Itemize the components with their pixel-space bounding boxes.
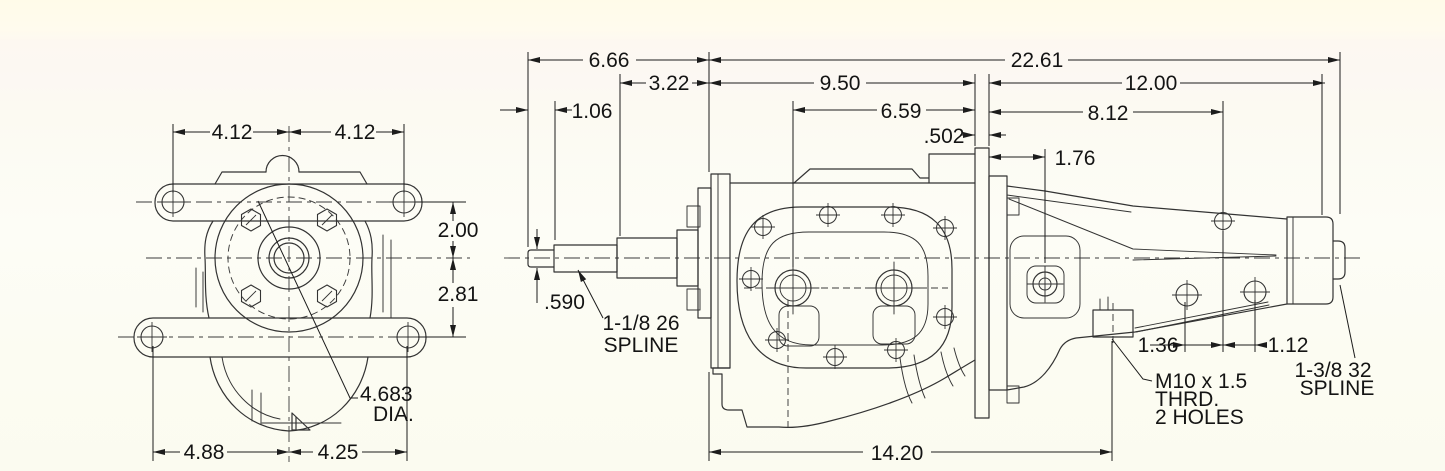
input-spline-leader [577,269,604,319]
dim-case-length: 9.50 [820,72,861,95]
output-spline-leader [1339,284,1356,359]
ear-bolt-hole [136,321,168,353]
cover-bolt [932,304,958,330]
cover-bolt [738,266,764,292]
note-text: 1-1/8 26 SPLINE M10 x 1.5 THRD. 2 HOLES … [602,312,1374,429]
note-input-spline-1: 1-1/8 26 [602,312,679,335]
input-spline-section [553,244,618,273]
shift-fork-boss [778,305,820,347]
note-output-spline-1: 1-3/8 32 [1294,359,1371,382]
dim-pilot-dia: .590 [544,291,585,314]
m10-leader [1111,338,1153,382]
flange-hex-bolt [316,208,338,232]
flange-hex-bolt [240,208,262,232]
adapter-plate [974,147,1020,419]
shift-fork-boss [872,305,916,345]
dim-ext-length: 12.00 [1125,72,1178,95]
cover-bolt [764,327,790,353]
dim-pilot-length: 1.06 [572,100,613,123]
adapter-bolt [1006,385,1020,404]
dim-bore-to-plate: 6.59 [881,100,922,123]
side-cover-outer [736,206,953,369]
side-view [504,147,1362,428]
case-top-hump [793,153,976,184]
dimension-lines [153,57,1340,455]
bolt-circle-dashed [227,196,351,320]
dim-hole-spacing-a: 1.36 [1138,334,1179,357]
note-thread-1: M10 x 1.5 [1155,370,1247,393]
dim-boss-offset: 1.76 [1055,147,1096,170]
retainer-bolt [686,205,701,228]
main-case [710,153,976,428]
shift-tower-bump [265,154,300,173]
dim-input-to-face: 6.66 [589,49,630,72]
dim-lower-offset: 2.81 [438,283,479,306]
front-view [118,126,470,462]
dim-bolt-right: 4.12 [335,121,376,144]
retainer-bolt [686,288,701,311]
dim-upper-offset: 2.00 [438,219,479,242]
speedo-boss [1026,265,1065,304]
linkage-rod [1134,301,1270,333]
bolt-circle-leader [257,200,358,399]
case-ribs [899,347,966,404]
flange-hex-bolt [316,284,338,308]
housing-rib [1008,198,1277,261]
dim-sleeve-to-face: 3.22 [649,72,690,95]
note-input-spline-2: SPLINE [604,334,679,357]
cover-bolt [932,215,958,241]
lower-mounting-ear [133,317,427,358]
input-flange [214,183,364,333]
dim-plate-thickness: .502 [924,125,965,148]
cover-bolt [822,344,848,370]
leader-lines [257,200,1356,399]
tail-housing [1006,185,1346,391]
dim-bolt-circle-suffix: DIA. [373,403,414,426]
m10-mount-block [1092,296,1134,343]
output-coupler [1286,216,1346,305]
dim-lower-right: 4.25 [318,441,359,464]
dim-hole-spacing-b: 1.12 [1268,334,1309,357]
pilot-tip [527,249,555,268]
upper-mounting-ear [154,183,423,222]
front-centerlines [118,126,470,462]
adapter-bolt [1006,197,1020,216]
dim-case-overall: 14.20 [871,442,924,465]
case-bottom-sump [712,359,976,428]
note-thread-2: THRD. [1155,388,1219,411]
side-cover-inner [761,231,929,346]
cover-bolt [883,337,909,363]
dim-overall: 22.61 [1011,49,1064,72]
bottom-bell [209,356,369,432]
dim-bolt-span: 8.12 [1088,102,1129,125]
dim-bolt-left: 4.12 [212,121,253,144]
front-plate [710,173,731,369]
case-body-silhouette [195,154,392,319]
cover-bolt [750,214,776,240]
input-bore [273,242,305,274]
housing-bolt [1171,279,1203,311]
dimension-text: 4.12 4.12 2.00 2.81 4.88 4.25 4.683 DIA.… [184,49,1309,465]
dim-bolt-circle: 4.683 [360,383,413,406]
note-output-spline-2: SPLINE [1300,377,1375,400]
dim-lower-left: 4.88 [184,441,225,464]
output-spline-nub [1332,240,1346,280]
note-thread-3: 2 HOLES [1155,406,1244,429]
flange-hex-bolt [240,284,262,308]
